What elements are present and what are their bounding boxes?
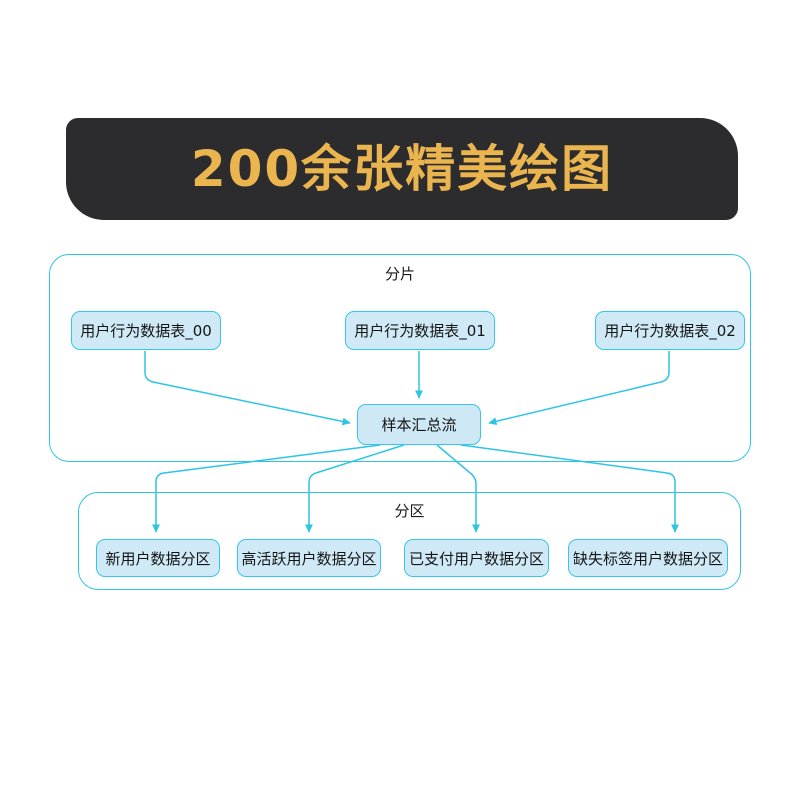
node-high-activity-user-partition[interactable]: 高活跃用户数据分区 <box>237 539 381 577</box>
node-user-behavior-table-00[interactable]: 用户行为数据表_00 <box>71 311 221 350</box>
node-paid-user-partition[interactable]: 已支付用户数据分区 <box>404 539 549 577</box>
node-new-user-partition[interactable]: 新用户数据分区 <box>96 539 220 577</box>
banner: 200余张精美绘图 <box>66 118 738 220</box>
node-user-behavior-table-01[interactable]: 用户行为数据表_01 <box>345 311 495 350</box>
banner-title: 200余张精美绘图 <box>190 140 614 198</box>
group-partition-label: 分区 <box>394 502 425 520</box>
group-shard-label: 分片 <box>384 265 415 283</box>
node-user-behavior-table-02[interactable]: 用户行为数据表_02 <box>595 311 745 350</box>
group-shard <box>49 254 751 462</box>
node-sample-aggregation-stream[interactable]: 样本汇总流 <box>357 404 481 445</box>
group-partition <box>78 492 741 590</box>
node-missing-label-user-partition[interactable]: 缺失标签用户数据分区 <box>568 539 728 577</box>
